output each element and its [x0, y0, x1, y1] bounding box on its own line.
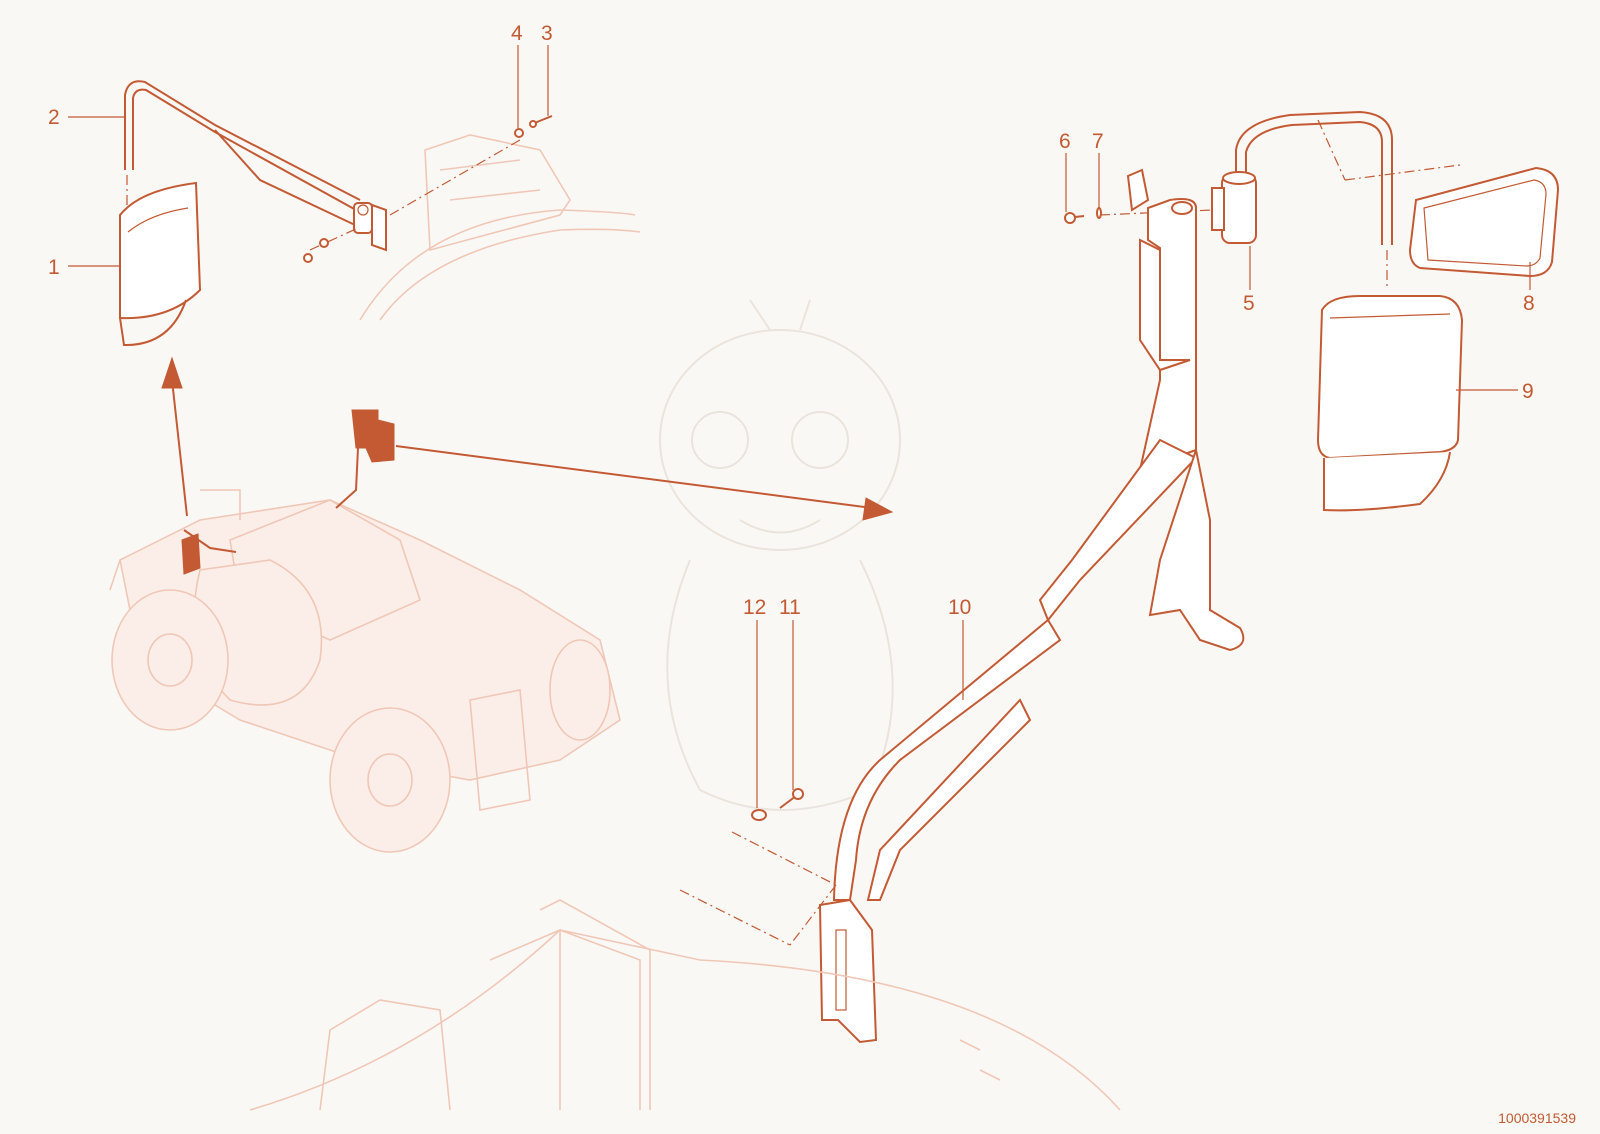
- document-number: 1000391539: [1498, 1110, 1576, 1126]
- reference-arrows: [161, 356, 894, 521]
- callout-7: 7: [1092, 130, 1104, 153]
- callout-5: 5: [1243, 292, 1255, 315]
- callout-6: 6: [1059, 130, 1071, 153]
- callout-9: 9: [1522, 380, 1534, 403]
- tractor-illustration: [109, 409, 621, 853]
- callout-12: 12: [743, 596, 766, 619]
- callout-11: 11: [779, 596, 801, 619]
- callout-2: 2: [48, 106, 60, 129]
- watermark-illustration: [659, 299, 901, 811]
- cab-outline: [249, 899, 1121, 1111]
- right-mirror-assembly: [679, 110, 1560, 1044]
- callout-4: 4: [511, 22, 523, 45]
- callout-8: 8: [1523, 292, 1535, 315]
- callout-labels: 1 2 3 4 5 6 7 8 9 10 11 12: [48, 22, 1535, 619]
- callout-3: 3: [541, 22, 553, 45]
- left-mirror-assembly: [119, 80, 641, 347]
- callout-1: 1: [48, 256, 60, 279]
- callout-10: 10: [948, 596, 971, 619]
- leader-lines: [68, 45, 1531, 808]
